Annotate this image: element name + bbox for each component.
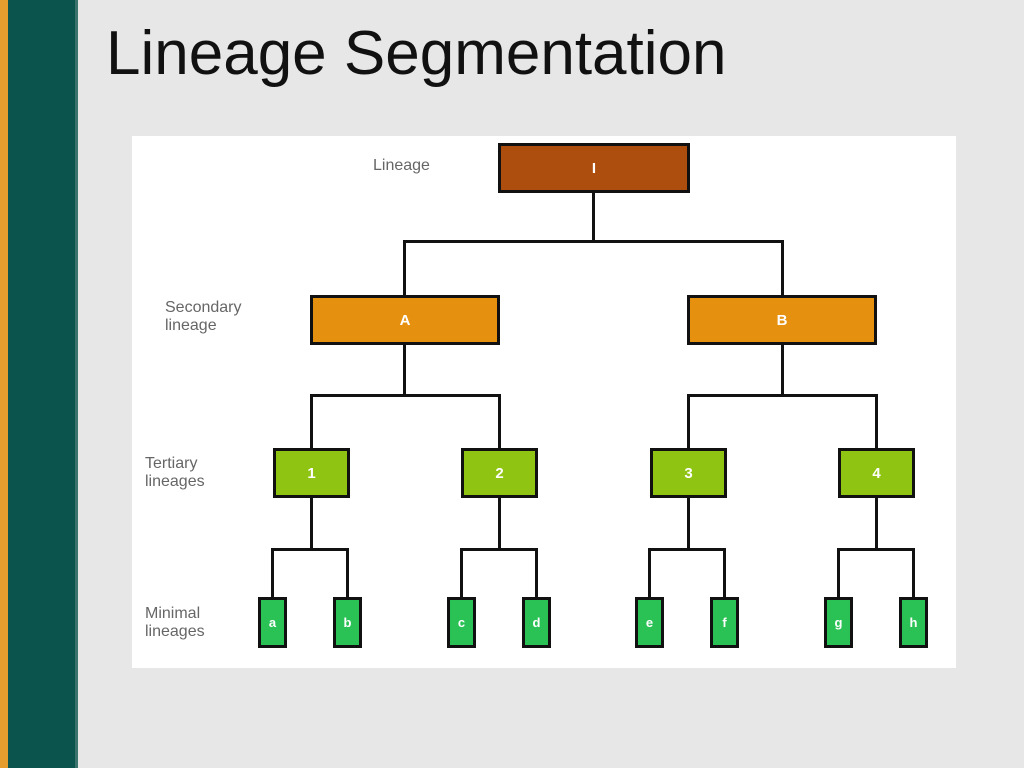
left-accent-strip-orange	[0, 0, 8, 768]
connector-line	[498, 394, 501, 448]
row-label-tertiary: Tertiary lineages	[145, 455, 205, 490]
tree-node-secondary-B: B	[687, 295, 877, 345]
connector-line	[403, 240, 784, 243]
connector-line	[648, 548, 726, 551]
tree-node-secondary-A: A	[310, 295, 500, 345]
connector-line	[687, 498, 690, 548]
tree-node-minimal-b: b	[333, 597, 362, 648]
tree-node-minimal-f: f	[710, 597, 739, 648]
connector-line	[687, 394, 878, 397]
tree-node-minimal-g: g	[824, 597, 853, 648]
connector-line	[875, 394, 878, 448]
connector-line	[460, 548, 463, 597]
connector-line	[912, 548, 915, 597]
connector-line	[837, 548, 915, 551]
tree-node-minimal-h: h	[899, 597, 928, 648]
slide-title: Lineage Segmentation	[106, 19, 727, 88]
tree-node-tertiary-1: 1	[273, 448, 350, 498]
connector-line	[403, 240, 406, 295]
connector-line	[837, 548, 840, 597]
connector-line	[723, 548, 726, 597]
tree-node-tertiary-2: 2	[461, 448, 538, 498]
row-label-secondary: Secondary lineage	[165, 299, 242, 334]
connector-line	[271, 548, 274, 597]
diagram-panel: Lineage Secondary lineage Tertiary linea…	[132, 136, 956, 668]
connector-line	[310, 498, 313, 548]
tree-node-minimal-a: a	[258, 597, 287, 648]
row-label-lineage: Lineage	[373, 157, 430, 174]
connector-line	[875, 498, 878, 548]
row-label-minimal: Minimal lineages	[145, 605, 205, 640]
tree-node-minimal-d: d	[522, 597, 551, 648]
connector-line	[535, 548, 538, 597]
tree-node-root-I: I	[498, 143, 690, 193]
connector-line	[648, 548, 651, 597]
tree-node-tertiary-3: 3	[650, 448, 727, 498]
connector-line	[781, 240, 784, 295]
connector-line	[498, 498, 501, 548]
connector-line	[592, 193, 595, 240]
tree-node-tertiary-4: 4	[838, 448, 915, 498]
tree-node-minimal-e: e	[635, 597, 664, 648]
connector-line	[310, 394, 313, 448]
connector-line	[346, 548, 349, 597]
connector-line	[271, 548, 349, 551]
connector-line	[460, 548, 538, 551]
connector-line	[403, 345, 406, 394]
connector-line	[687, 394, 690, 448]
connector-line	[781, 345, 784, 394]
tree-node-minimal-c: c	[447, 597, 476, 648]
connector-line	[310, 394, 501, 397]
left-accent-strip-teal	[8, 0, 78, 768]
